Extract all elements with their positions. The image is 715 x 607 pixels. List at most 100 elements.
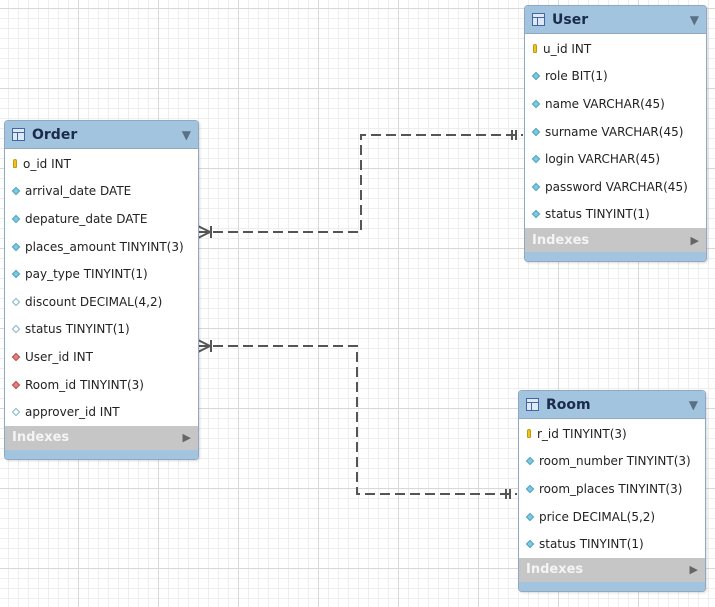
- column-row[interactable]: name VARCHAR(45): [525, 90, 706, 118]
- column-row[interactable]: discount DECIMAL(4,2): [5, 288, 198, 316]
- table-name: Room: [546, 396, 591, 413]
- column-list: o_id INT arrival_date DATE depature_date D…: [5, 149, 198, 426]
- column-list: u_id INT role BIT(1) name VARCHAR(45)surna…: [525, 34, 706, 228]
- column-label: status TINYINT(1): [545, 207, 650, 222]
- room-table[interactable]: Room ▼ r_id TINYINT(3) room_number TINYIN…: [518, 390, 706, 592]
- column-row[interactable]: status TINYINT(1): [519, 530, 705, 558]
- collapse-triangle-icon[interactable]: ▼: [689, 12, 699, 27]
- column-diamond-icon: [531, 99, 541, 109]
- table-icon: [12, 128, 25, 141]
- column-row[interactable]: depature_date DATE: [5, 205, 198, 233]
- column-diamond-icon: [531, 127, 541, 136]
- order-user-line[interactable]: [198, 134, 523, 233]
- column-row[interactable]: room_number TINYINT(3): [519, 448, 705, 476]
- column-diamond-icon: [531, 154, 541, 164]
- column-label: login VARCHAR(45): [545, 152, 661, 167]
- column-label: arrival_date DATE: [25, 184, 132, 199]
- column-row[interactable]: r_id TINYINT(3): [519, 420, 705, 448]
- order-table-header[interactable]: Order ▼: [5, 121, 198, 149]
- table-footer: [5, 449, 198, 459]
- nullable-diamond-icon: [11, 325, 21, 334]
- user-table[interactable]: User ▼ u_id INT role BIT(1) name VARCHAR(4…: [524, 5, 707, 263]
- column-row[interactable]: approver_id INT: [5, 398, 198, 426]
- column-label: u_id INT: [543, 41, 592, 56]
- order-room-line[interactable]: [198, 345, 517, 495]
- table-name: User: [552, 11, 589, 28]
- room-indexes-section[interactable]: Indexes ▶: [519, 557, 705, 582]
- table-footer: [525, 252, 706, 262]
- relationship-order-user[interactable]: [197, 130, 523, 239]
- column-row[interactable]: status TINYINT(1): [525, 201, 706, 229]
- indexes-label: Indexes: [12, 430, 70, 446]
- column-row[interactable]: price DECIMAL(5,2): [519, 503, 705, 531]
- column-label: o_id INT: [23, 156, 71, 171]
- column-label: price DECIMAL(5,2): [539, 509, 656, 524]
- order-room-crowfoot: [197, 339, 212, 353]
- indexes-label: Indexes: [526, 562, 584, 578]
- collapse-triangle-icon[interactable]: ▼: [181, 127, 191, 142]
- order-user-crowfoot: [197, 225, 212, 239]
- column-label: places_amount TINYINT(3): [25, 239, 184, 254]
- table-icon: [532, 13, 545, 26]
- relationship-order-room[interactable]: [197, 339, 517, 499]
- column-row[interactable]: surname VARCHAR(45): [525, 118, 706, 146]
- key-icon: [527, 429, 531, 439]
- key-icon: [533, 44, 537, 54]
- order-user-one-mark: [511, 130, 517, 140]
- column-row[interactable]: User_id INT: [5, 343, 198, 371]
- column-diamond-icon: [525, 484, 535, 494]
- column-row[interactable]: status TINYINT(1): [5, 316, 198, 344]
- column-row[interactable]: room_places TINYINT(3): [519, 475, 705, 503]
- nullable-diamond-icon: [11, 297, 21, 307]
- column-diamond-icon: [525, 512, 535, 521]
- order-room-one-mark: [505, 489, 511, 499]
- expand-triangle-icon[interactable]: ▶: [689, 563, 698, 577]
- column-label: pay_type TINYINT(1): [25, 267, 148, 282]
- column-row[interactable]: pay_type TINYINT(1): [5, 260, 198, 288]
- column-diamond-icon: [525, 457, 535, 466]
- column-row[interactable]: o_id INT: [5, 150, 198, 178]
- column-label: approver_id INT: [25, 405, 120, 420]
- table-name: Order: [32, 126, 78, 143]
- column-row[interactable]: Room_id TINYINT(3): [5, 371, 198, 399]
- column-diamond-icon: [531, 72, 541, 81]
- order-indexes-section[interactable]: Indexes ▶: [5, 425, 198, 450]
- key-icon: [13, 159, 17, 169]
- column-diamond-icon: [11, 269, 21, 279]
- column-row[interactable]: places_amount TINYINT(3): [5, 233, 198, 261]
- column-row[interactable]: login VARCHAR(45): [525, 145, 706, 173]
- column-label: User_id INT: [25, 349, 93, 364]
- column-label: room_number TINYINT(3): [539, 454, 691, 469]
- user-table-header[interactable]: User ▼: [525, 6, 706, 34]
- foreign-key-diamond-icon: [11, 380, 21, 389]
- collapse-triangle-icon[interactable]: ▼: [688, 397, 698, 412]
- column-label: r_id TINYINT(3): [537, 426, 627, 441]
- column-row[interactable]: password VARCHAR(45): [525, 173, 706, 201]
- table-icon: [526, 398, 539, 411]
- column-row[interactable]: u_id INT: [525, 35, 706, 63]
- column-label: role BIT(1): [545, 69, 608, 84]
- column-list: r_id TINYINT(3) room_number TINYINT(3) roo…: [519, 419, 705, 558]
- foreign-key-diamond-icon: [11, 352, 21, 362]
- column-label: password VARCHAR(45): [545, 179, 688, 194]
- column-label: room_places TINYINT(3): [539, 481, 683, 496]
- column-diamond-icon: [531, 210, 541, 219]
- column-diamond-icon: [11, 214, 21, 224]
- column-diamond-icon: [531, 182, 541, 192]
- column-row[interactable]: role BIT(1): [525, 63, 706, 91]
- column-label: Room_id TINYINT(3): [25, 377, 144, 392]
- column-label: depature_date DATE: [25, 211, 148, 226]
- user-indexes-section[interactable]: Indexes ▶: [525, 228, 706, 253]
- column-row[interactable]: arrival_date DATE: [5, 178, 198, 206]
- column-label: discount DECIMAL(4,2): [25, 294, 163, 309]
- column-diamond-icon: [525, 539, 535, 549]
- nullable-diamond-icon: [11, 407, 21, 417]
- expand-triangle-icon[interactable]: ▶: [690, 233, 699, 247]
- room-table-header[interactable]: Room ▼: [519, 391, 705, 419]
- column-diamond-icon: [11, 242, 21, 251]
- table-footer: [519, 581, 705, 591]
- indexes-label: Indexes: [532, 232, 590, 248]
- expand-triangle-icon[interactable]: ▶: [182, 431, 191, 445]
- order-table[interactable]: Order ▼ o_id INT arrival_date DATE depatur…: [4, 120, 199, 460]
